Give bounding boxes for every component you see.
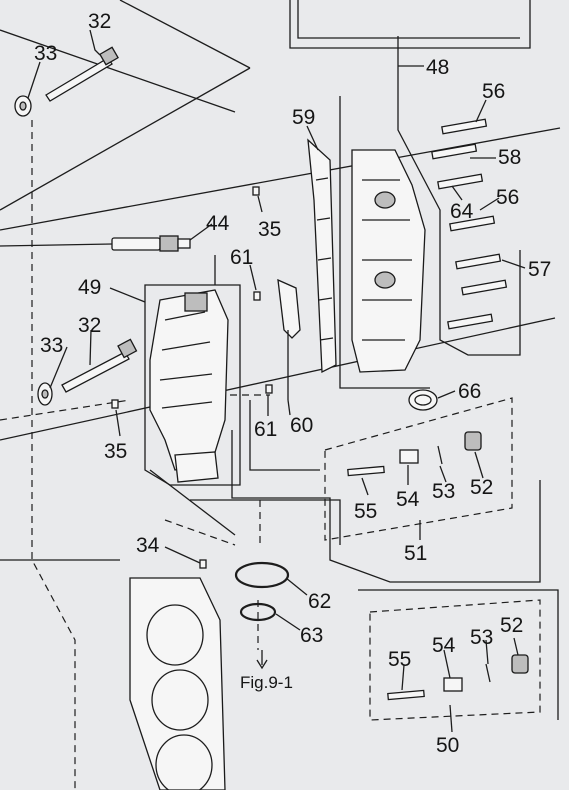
- callout-52-kit50: 52: [500, 614, 523, 637]
- bolt-group-right-icon: [431, 118, 508, 330]
- washer-33-upper-icon: [14, 95, 32, 117]
- callout-60: 60: [290, 414, 313, 437]
- bolt-32-lower-icon: [61, 338, 138, 393]
- callout-48: 48: [426, 56, 449, 79]
- callout-62: 62: [308, 590, 331, 613]
- cylinder-block-48-icon: [351, 149, 426, 373]
- callout-61-upper: 61: [230, 246, 253, 269]
- pin-34-icon: [199, 559, 207, 569]
- gasket-59-icon: [307, 138, 337, 374]
- callout-34: 34: [136, 534, 160, 557]
- callout-51: 51: [404, 542, 427, 565]
- kit-51-parts-icon: [347, 431, 482, 477]
- callout-56-upper: 56: [482, 80, 505, 103]
- callout-53-kit50: 53: [470, 626, 493, 649]
- pin-35-upper-icon: [252, 186, 260, 196]
- o-rings-icon: [234, 561, 290, 670]
- leader-lines: [27, 29, 526, 733]
- callout-58: 58: [498, 146, 521, 169]
- callout-54-kit51: 54: [396, 488, 420, 511]
- washer-33-lower-icon: [37, 382, 53, 406]
- callout-labels: 32 33 48 56 59 58 64 56 44 35 61 57 49 3…: [34, 10, 551, 757]
- pin-61-lower-icon: [265, 384, 273, 394]
- callout-32-lower: 32: [78, 314, 101, 337]
- callout-66: 66: [458, 380, 481, 403]
- head-gasket-icon: [129, 577, 226, 790]
- callout-50: 50: [436, 734, 459, 757]
- kit-50-parts-icon: [387, 654, 529, 701]
- dashed-outlines: [0, 120, 541, 790]
- callout-64: 64: [450, 200, 474, 223]
- callout-55-kit50: 55: [388, 648, 411, 671]
- clamp-66-icon: [408, 389, 438, 411]
- callout-44: 44: [206, 212, 230, 235]
- callout-33-upper: 33: [34, 42, 57, 65]
- exhaust-cover-49-icon: [149, 289, 229, 483]
- gasket-60-icon: [277, 278, 301, 400]
- callout-59: 59: [292, 106, 315, 129]
- callout-55-kit51: 55: [354, 500, 377, 523]
- callout-35-upper: 35: [258, 218, 281, 241]
- callout-52-kit51: 52: [470, 476, 493, 499]
- callout-56-lower: 56: [496, 186, 519, 209]
- spark-plug-44-icon: [111, 235, 191, 252]
- callout-35-lower: 35: [104, 440, 127, 463]
- callout-63: 63: [300, 624, 323, 647]
- pin-61-upper-icon: [253, 291, 261, 301]
- figure-reference: Fig.9-1: [240, 673, 293, 692]
- callout-49: 49: [78, 276, 101, 299]
- callout-33-lower: 33: [40, 334, 63, 357]
- callout-53-kit51: 53: [432, 480, 455, 503]
- guide-lines: [0, 0, 561, 720]
- callout-57: 57: [528, 258, 551, 281]
- callout-32-upper: 32: [88, 10, 111, 33]
- callout-54-kit50: 54: [432, 634, 456, 657]
- callout-61-lower: 61: [254, 418, 277, 441]
- pin-35-lower-icon: [111, 399, 119, 409]
- spark-plug-leader: [0, 243, 113, 247]
- bolt-32-upper-icon: [45, 46, 119, 102]
